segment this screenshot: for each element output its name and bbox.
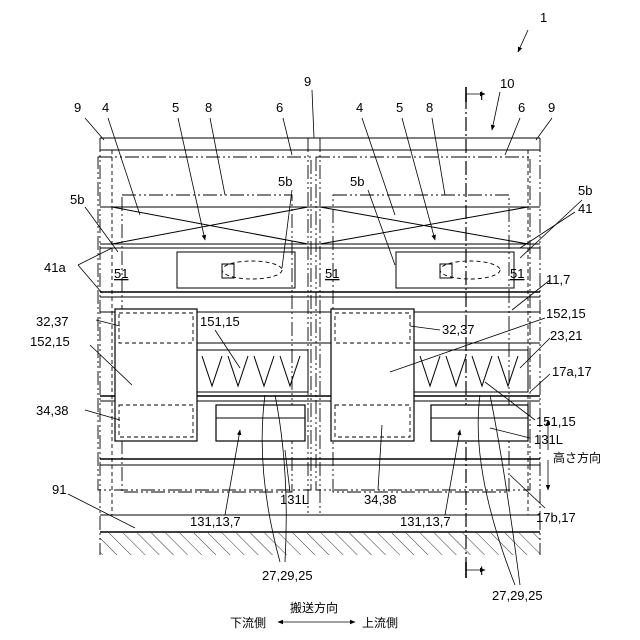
ref-1: 1 (540, 10, 547, 25)
label-151-15-right: 151,15 (536, 414, 576, 429)
label-131-13-7-left: 131,13,7 (190, 514, 241, 529)
label-downstream: 下流側 (230, 616, 266, 630)
heater-left-frame (196, 350, 308, 392)
label-8-right: 8 (426, 100, 433, 115)
leader-9-mid (312, 90, 314, 138)
section-label-top: I (480, 89, 483, 103)
heater-right-frame (414, 350, 528, 392)
label-11-7: 11,7 (546, 272, 570, 287)
leader-5b-c (368, 190, 395, 265)
label-151-15-left: 151,15 (200, 314, 240, 329)
label-152-15-left: 152,15 (30, 334, 70, 349)
leader-4-left (108, 118, 140, 215)
label-51-left: 51 (114, 266, 128, 281)
label-4-right: 4 (356, 100, 363, 115)
label-5b-d: 5b (578, 183, 592, 198)
box-131-left (216, 405, 305, 441)
leader-11-7 (512, 280, 550, 310)
label-41: 41 (578, 201, 592, 216)
leader-5b-b (282, 190, 292, 268)
box-131-right (431, 405, 528, 441)
leader-131-left (225, 430, 240, 515)
label-27-29-25-left: 27,29,25 (262, 568, 313, 583)
leader-9-left (85, 118, 104, 140)
leader-151-left (215, 330, 240, 368)
label-32-37-left: 32,37 (36, 314, 69, 329)
label-transport-direction: 搬送方向 (290, 600, 338, 615)
label-5b-c: 5b (350, 174, 364, 189)
leader-9-right (536, 118, 552, 140)
leader-5-right (402, 118, 435, 240)
label-9-left: 9 (74, 100, 81, 115)
leader-41a-2 (78, 248, 112, 265)
leader-8-right (432, 118, 445, 195)
label-32-37-right: 32,37 (442, 322, 475, 337)
leader-91 (68, 494, 135, 528)
label-51-midl: 51 (325, 266, 339, 281)
label-5b-a: 5b (70, 192, 84, 207)
fan-hub-left (222, 264, 234, 278)
leader-5b-d (520, 200, 582, 258)
label-5-left: 5 (172, 100, 179, 115)
label-91: 91 (52, 482, 66, 497)
label-131L-left: 131L (280, 492, 309, 507)
box-152-right (331, 309, 414, 441)
label-51-right: 51 (510, 266, 524, 281)
label-17b-17: 17b,17 (536, 510, 576, 525)
label-6-left: 6 (276, 100, 283, 115)
label-23-21: 23,21 (550, 328, 583, 343)
label-4-left: 4 (102, 100, 109, 115)
leader-1 (518, 30, 528, 52)
label-27-29-25-right: 27,29,25 (492, 588, 543, 603)
label-5b-b: 5b (278, 174, 292, 189)
leader-4-right (362, 118, 395, 215)
label-41a: 41a (44, 260, 66, 275)
fan-unit-right (396, 252, 514, 288)
label-height-direction: 高さ方向 (553, 450, 601, 465)
label-9-right: 9 (548, 100, 555, 115)
label-34-38-mid: 34,38 (364, 492, 397, 507)
fan-hub-right (440, 264, 452, 278)
label-131L-right: 131L (534, 432, 563, 447)
label-17a-17: 17a,17 (552, 364, 592, 379)
label-5-right: 5 (396, 100, 403, 115)
label-upstream: 上流側 (362, 616, 398, 630)
leader-8-left (210, 118, 225, 195)
label-131-13-7-right: 131,13,7 (400, 514, 451, 529)
heater-right-comb (420, 356, 518, 386)
leader-6-right (505, 118, 520, 155)
leader-5b-a (85, 207, 118, 252)
fan-unit-left (177, 252, 295, 288)
heater-left-comb (202, 356, 300, 386)
label-9-mid: 9 (304, 74, 311, 89)
ref-10: 10 (500, 76, 514, 91)
label-6-right: 6 (518, 100, 525, 115)
leader-10 (492, 92, 500, 130)
label-34-38-left: 34,38 (36, 403, 69, 418)
leader-6-left (283, 118, 292, 155)
label-8-left: 8 (205, 100, 212, 115)
box-152-left (115, 309, 197, 441)
label-152-15-right: 152,15 (546, 306, 586, 321)
section-label-bottom: I (480, 564, 483, 578)
leader-131-right (445, 430, 460, 515)
ground-hatch (100, 533, 540, 555)
